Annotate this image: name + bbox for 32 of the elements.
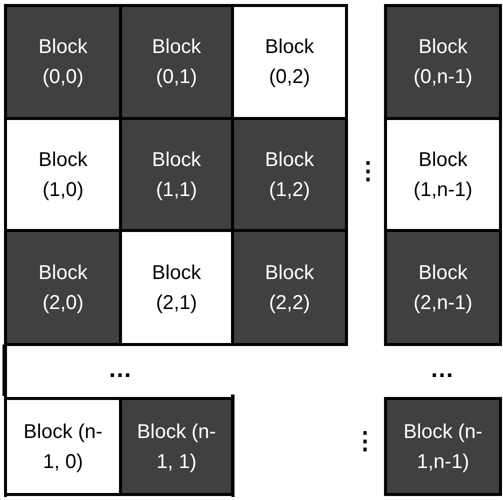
block-label: Block (1,1) xyxy=(151,148,202,202)
ellipsis-mark: … xyxy=(108,358,132,382)
shaded-block-cell xyxy=(4,4,122,120)
shaded-block-cell xyxy=(119,4,234,120)
shaded-block-cell xyxy=(231,117,348,232)
ellipsis-mark: ⋮ xyxy=(356,160,380,184)
light-block-cell xyxy=(384,117,502,232)
shaded-block-cell xyxy=(384,229,502,346)
shaded-block-cell xyxy=(231,229,348,346)
light-block-cell xyxy=(4,397,122,496)
block-label: Block (2,n-1) xyxy=(412,260,474,316)
ellipsis-mark: ⋮ xyxy=(353,430,377,454)
block-label: Block (0,n-1) xyxy=(412,35,474,90)
block-label: Block (n-1,n-1) xyxy=(403,420,483,474)
block-label: Block (1,n-1) xyxy=(412,148,474,202)
shaded-block-cell xyxy=(384,397,502,496)
block-label: Block (1,0) xyxy=(38,148,88,202)
block-label: Block (2,0) xyxy=(38,260,88,316)
shaded-block-cell xyxy=(4,229,122,346)
light-block-cell xyxy=(231,4,348,120)
block-label: Block (n-1, 1) xyxy=(136,420,216,474)
shaded-block-cell xyxy=(119,397,234,496)
shaded-block-cell xyxy=(384,4,502,120)
shaded-block-cell xyxy=(119,117,234,232)
block-label: Block (0,0) xyxy=(38,35,88,90)
block-label: Block (2,2) xyxy=(264,260,315,316)
block-label: Block (2,1) xyxy=(151,260,202,316)
block-label: Block (0,2) xyxy=(264,35,315,90)
ellipsis-mark: … xyxy=(430,358,454,382)
block-label: Block (0,1) xyxy=(151,35,202,90)
block-label: Block (1,2) xyxy=(264,148,315,202)
block-label: Block (n-1, 0) xyxy=(23,420,103,474)
